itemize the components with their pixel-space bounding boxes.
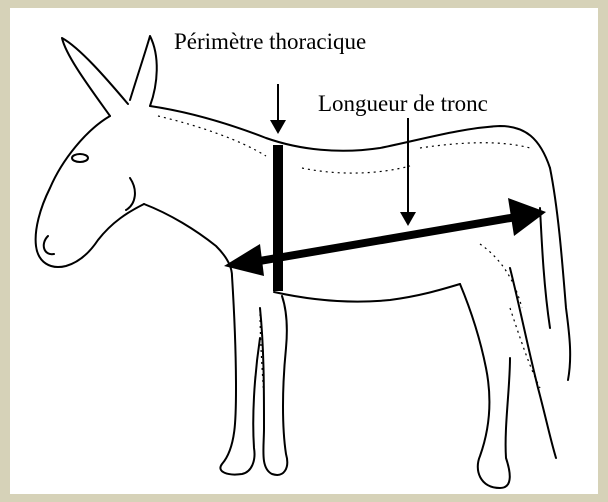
- tail: [550, 168, 570, 380]
- eye: [72, 154, 88, 162]
- nostril: [44, 236, 54, 254]
- hind-leg-left: [460, 284, 510, 488]
- right-ear: [130, 36, 157, 106]
- front-leg-left: [220, 276, 260, 475]
- hind-thigh: [540, 208, 550, 328]
- trunk-arrow-head-left: [224, 244, 264, 276]
- trunk-length-arrow: [224, 198, 546, 276]
- donkey-outline: [36, 36, 571, 488]
- front-leg-right: [260, 296, 287, 475]
- cheek: [126, 178, 135, 210]
- neck-underside: [144, 204, 232, 276]
- chest-girth-bar: [273, 145, 283, 291]
- diagram-panel: Périmètre thoracique Longueur de tronc: [10, 8, 598, 494]
- left-ear: [62, 38, 128, 116]
- belly-line: [274, 284, 460, 302]
- trunk-length-pointer: [400, 118, 416, 226]
- hind-leg-right: [510, 268, 556, 458]
- chest-girth-label: Périmètre thoracique: [174, 30, 366, 53]
- donkey-diagram: [10, 8, 598, 494]
- head-outline: [36, 116, 144, 267]
- chest-girth-pointer: [270, 84, 286, 134]
- trunk-length-label: Longueur de tronc: [318, 92, 488, 115]
